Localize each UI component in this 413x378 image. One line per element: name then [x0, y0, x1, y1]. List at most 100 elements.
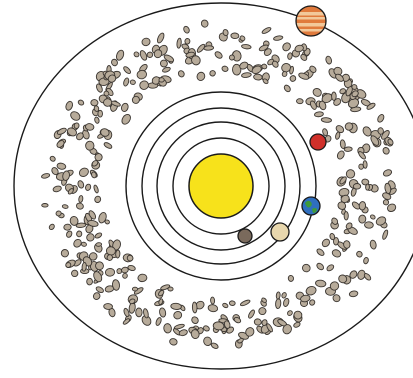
asteroid [48, 223, 55, 230]
asteroid [41, 173, 50, 179]
asteroid [237, 337, 244, 344]
asteroid [162, 66, 171, 73]
asteroid [287, 52, 292, 59]
asteroid [132, 287, 137, 291]
asteroid [115, 250, 120, 258]
asteroid [321, 117, 332, 122]
asteroid [49, 155, 56, 162]
asteroid [247, 309, 255, 319]
asteroid [105, 268, 115, 276]
asteroid [136, 69, 148, 80]
asteroid [104, 303, 113, 309]
asteroid [122, 318, 130, 326]
asteroid [85, 232, 95, 242]
asteroid [104, 219, 110, 224]
asteroid [61, 249, 68, 257]
asteroid [85, 183, 92, 191]
asteroid [221, 65, 229, 72]
asteroid [78, 166, 90, 178]
asteroid [305, 285, 317, 296]
asteroid [281, 292, 287, 299]
asteroid [231, 33, 239, 39]
asteroid [273, 35, 283, 41]
asteroid [358, 215, 366, 224]
asteroid [254, 318, 262, 325]
asteroid [65, 100, 74, 111]
asteroid [159, 78, 164, 82]
asteroid [62, 204, 68, 209]
asteroid [325, 55, 333, 64]
asteroid [382, 229, 389, 240]
mars [310, 134, 326, 150]
asteroid [138, 79, 150, 91]
asteroid [76, 202, 85, 210]
asteroid [177, 70, 185, 78]
asteroid [316, 262, 325, 271]
asteroid [78, 195, 83, 203]
asteroid [56, 127, 67, 136]
asteroid [136, 308, 143, 317]
asteroid [171, 303, 182, 310]
asteroid [91, 99, 99, 106]
asteroid [163, 323, 172, 333]
asteroid [169, 338, 178, 347]
asteroid [147, 52, 153, 58]
asteroid [281, 41, 292, 52]
asteroid [130, 80, 136, 85]
asteroid [115, 49, 125, 61]
asteroid [103, 141, 113, 149]
asteroid [76, 231, 82, 237]
asteroid [159, 307, 167, 317]
asteroid [382, 169, 392, 178]
asteroid [335, 132, 341, 140]
asteroid [258, 307, 266, 315]
asteroid [365, 184, 369, 190]
asteroid [141, 37, 151, 47]
asteroid [42, 203, 48, 207]
asteroid [311, 87, 322, 98]
venus [271, 223, 289, 241]
earth [302, 197, 320, 215]
asteroid [62, 170, 70, 181]
asteroid [349, 290, 359, 297]
mercury [238, 229, 252, 243]
asteroid [363, 257, 369, 264]
asteroid [353, 183, 361, 189]
asteroid [122, 273, 128, 279]
asteroid [293, 321, 301, 328]
asteroid [283, 84, 292, 93]
asteroid [316, 248, 325, 257]
asteroid [326, 264, 335, 273]
asteroid [69, 110, 82, 122]
asteroid [92, 291, 101, 300]
asteroid [241, 72, 251, 78]
asteroid [155, 317, 162, 326]
asteroid [65, 230, 73, 238]
asteroid [275, 298, 281, 308]
asteroid [382, 146, 391, 155]
asteroid [94, 117, 100, 124]
asteroid [120, 102, 129, 112]
asteroid [71, 270, 78, 277]
asteroid [376, 113, 385, 123]
asteroid [241, 44, 251, 49]
asteroid [185, 38, 191, 44]
asteroid [139, 50, 148, 62]
asteroid [190, 316, 199, 325]
asteroid [261, 26, 272, 34]
asteroid [336, 150, 346, 161]
asteroid [363, 272, 372, 281]
asteroid [286, 310, 293, 317]
asteroid [123, 77, 130, 86]
asteroid [93, 185, 99, 194]
asteroid [74, 122, 80, 128]
asteroid [253, 74, 262, 81]
asteroid [321, 238, 331, 249]
asteroid [94, 195, 102, 203]
asteroid [192, 302, 197, 313]
asteroid [156, 32, 165, 44]
asteroid [183, 25, 191, 34]
asteroid [120, 113, 132, 126]
asteroid [77, 180, 85, 189]
